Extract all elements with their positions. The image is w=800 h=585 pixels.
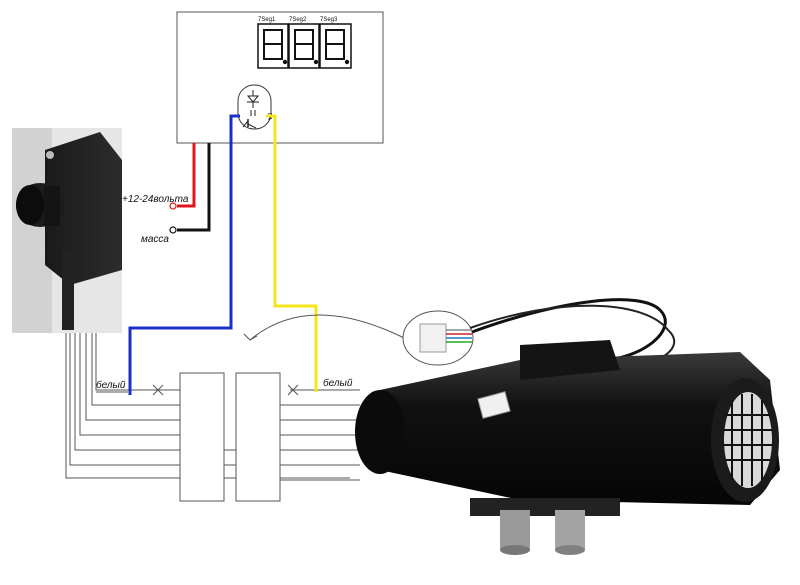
potentiometer-photo bbox=[12, 128, 122, 333]
optocoupler: DA bbox=[237, 84, 272, 130]
connector-block-right bbox=[235, 372, 281, 502]
cross-mark-icon bbox=[152, 384, 299, 396]
controller-box: 7Seg1 7Seg2 7Seg3 DA bbox=[176, 11, 384, 144]
connector-right-wires bbox=[280, 389, 360, 481]
callout-arrow bbox=[243, 314, 409, 341]
ground-terminal bbox=[169, 226, 177, 234]
power-terminal bbox=[169, 202, 177, 210]
seg-label-2: 7Seg2 bbox=[289, 17, 307, 23]
heater-photo bbox=[355, 298, 780, 555]
connector-block-left bbox=[179, 372, 225, 502]
white-left-label: белый bbox=[96, 379, 126, 391]
white-right-label: белый bbox=[323, 377, 353, 389]
connector-photo bbox=[402, 310, 474, 366]
black-wire bbox=[177, 143, 211, 232]
connector-blocks bbox=[179, 372, 281, 502]
ground-label: масса bbox=[141, 234, 169, 245]
power-label: +12-24вольта bbox=[122, 194, 189, 205]
seg-label-3: 7Seg3 bbox=[320, 17, 338, 23]
yellow-wire bbox=[266, 114, 318, 392]
blue-wire bbox=[128, 114, 240, 395]
seven-segment-digits bbox=[263, 29, 350, 65]
red-wire bbox=[177, 143, 196, 208]
seg-label-1: 7Seg1 bbox=[258, 17, 276, 23]
